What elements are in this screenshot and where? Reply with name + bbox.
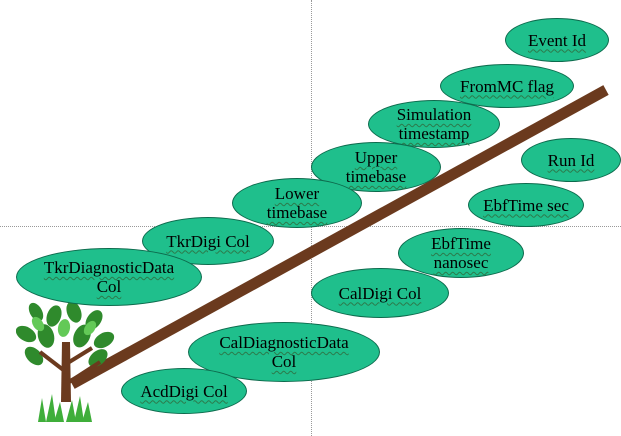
node-tkrdiagnosticdata-col: TkrDiagnosticData Col [16,248,202,306]
node-ebftime-nanosec-label: EbfTime nanosec [431,234,491,272]
node-caldigi-col-label: CalDigi Col [338,283,422,303]
node-simulation-timestamp: Simulation timestamp [368,100,500,148]
node-frommc-flag-label: FromMC flag [460,76,554,96]
node-upper-timebase-label: Upper timebase [345,148,407,186]
node-simulation-timestamp-label: Simulation timestamp [396,105,472,143]
node-tkrdigi-col-label: TkrDigi Col [166,231,250,251]
node-ebftime-sec-label: EbfTime sec [483,195,569,215]
tree-icon [16,302,115,422]
branch-line [69,85,609,389]
node-acddigi-col: AcdDigi Col [121,368,247,414]
node-ebftime-nanosec: EbfTime nanosec [398,228,524,278]
node-ebftime-sec: EbfTime sec [468,183,584,227]
node-acddigi-col-label: AcdDigi Col [140,381,228,401]
node-event-id-label: Event Id [527,30,587,50]
node-run-id: Run Id [521,138,621,182]
node-event-id: Event Id [505,18,609,62]
node-lower-timebase-label: Lower timebase [266,184,328,222]
node-lower-timebase: Lower timebase [232,178,362,228]
node-frommc-flag: FromMC flag [440,64,574,108]
node-caldiagnosticdata-col-label: CalDiagnosticData Col [219,333,349,371]
node-tkrdiagnosticdata-col-label: TkrDiagnosticData Col [43,258,175,296]
node-run-id-label: Run Id [547,150,595,170]
node-caldigi-col: CalDigi Col [311,268,449,318]
